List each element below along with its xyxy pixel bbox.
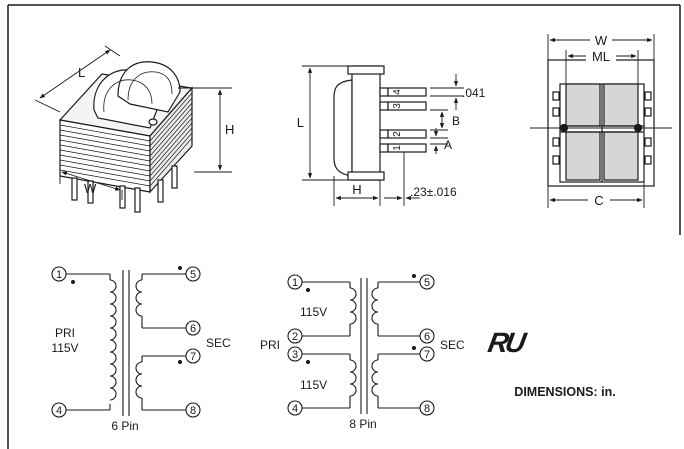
iso-dim-w — [59, 171, 123, 200]
dimensions-note: DIMENSIONS: in. — [514, 385, 615, 399]
schematic-8pin-caption: 8 Pin — [349, 417, 376, 431]
primary-top-voltage-label: 115V — [300, 305, 327, 319]
ul-mark-glyph: RU — [486, 326, 530, 358]
side-dim-offset — [384, 152, 420, 206]
side-view — [302, 65, 464, 206]
core-right-face — [149, 86, 193, 194]
pin-5-number: 5 — [190, 269, 196, 281]
side-offset-label: .23±.016 — [410, 185, 457, 199]
pin-6-number: 6 — [424, 331, 430, 343]
pri-label: PRI — [55, 326, 75, 340]
side-pin-number: 1 — [392, 145, 403, 151]
side-l-label: L — [297, 115, 304, 130]
side-a-label: A — [444, 138, 452, 152]
side-h-label: H — [352, 182, 361, 197]
pin-3-number: 3 — [292, 349, 298, 361]
side-core-body — [351, 65, 381, 181]
iso-dim-h — [178, 87, 232, 173]
side-dim-l — [302, 65, 348, 181]
bottom-w-label: W — [595, 33, 608, 48]
iso-w-label: W — [84, 181, 97, 196]
iso-h-label: H — [225, 122, 234, 137]
iso-dim-l — [34, 45, 121, 113]
pin-8-number: 8 — [190, 405, 196, 417]
side-pin-number: 4 — [392, 89, 403, 95]
sec-label: SEC — [206, 336, 231, 350]
pin-2-number: 2 — [292, 331, 298, 343]
side-coil-bump — [333, 79, 353, 177]
isometric-view — [34, 45, 232, 213]
schematic-8pin — [287, 274, 435, 416]
pin-6-number: 6 — [190, 323, 196, 335]
bottom-c-label: C — [594, 193, 603, 208]
side-dim-b — [430, 109, 448, 131]
primary-winding — [109, 279, 117, 401]
pin-1-number: 1 — [292, 277, 298, 289]
coil-hump-rear — [117, 61, 181, 113]
pri-voltage-label: 115V — [51, 341, 78, 355]
side-041-label: .041 — [462, 86, 486, 100]
pin-1-number: 1 — [56, 269, 62, 281]
pri-label: PRI — [260, 338, 280, 352]
pin-4-number: 4 — [56, 405, 62, 417]
primary-bottom-voltage-label: 115V — [300, 378, 327, 392]
schematic-6pin — [51, 266, 201, 418]
bottom-view — [530, 34, 672, 208]
pin-8-number: 8 — [424, 403, 430, 415]
sheet-border — [7, 4, 681, 449]
ul-recognized-mark: RU — [486, 326, 530, 358]
iso-l-label: L — [78, 65, 85, 80]
side-dim-041 — [430, 74, 464, 110]
side-pin-number: 2 — [392, 131, 403, 137]
pin-7-number: 7 — [424, 349, 430, 361]
sec-label: SEC — [440, 338, 465, 352]
pin-5-number: 5 — [424, 277, 430, 289]
pin-4-number: 4 — [292, 403, 298, 415]
bottom-pins — [552, 91, 652, 165]
bottom-ml-label: ML — [592, 49, 610, 64]
side-pins — [379, 87, 427, 153]
side-pin-number: 3 — [392, 103, 403, 109]
schematic-6pin-caption: 6 Pin — [111, 419, 138, 433]
side-b-label: B — [452, 114, 460, 128]
side-dim-h — [333, 176, 381, 206]
pin-7-number: 7 — [190, 351, 196, 363]
side-dim-a — [430, 128, 448, 154]
